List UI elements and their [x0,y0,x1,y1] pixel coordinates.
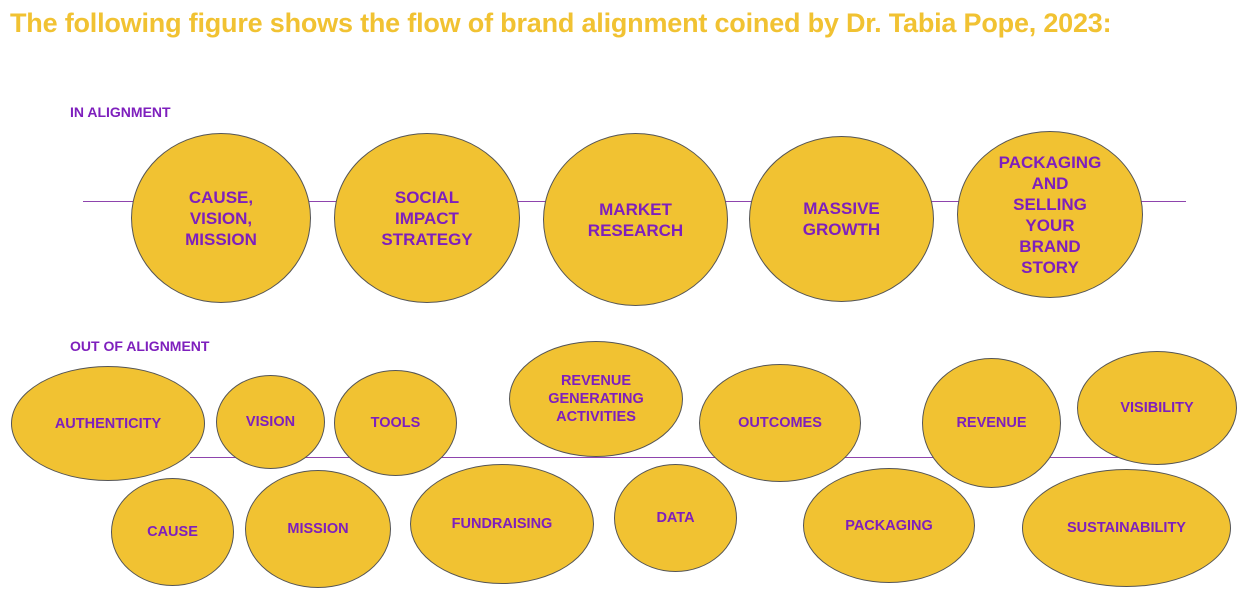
out-of-alignment-label: OUT OF ALIGNMENT [70,338,210,354]
item-packaging: PACKAGING [803,468,975,583]
step-label: MARKET RESEARCH [587,199,684,240]
out-of-alignment-connector-line [190,457,1130,458]
page-title: The following figure shows the flow of b… [10,8,1112,38]
item-label: CAUSE [147,524,198,540]
item-fundraising: FUNDRAISING [410,464,594,584]
item-vision: VISION [216,375,325,469]
item-revenue-generating-activities: REVENUE GENERATING ACTIVITIES [509,341,683,457]
in-alignment-label: IN ALIGNMENT [70,104,171,120]
step-label: MASSIVE GROWTH [802,199,881,239]
item-label: SUSTAINABILITY [1067,520,1186,536]
step-packaging-brand-story: PACKAGING AND SELLING YOUR BRAND STORY [957,131,1143,298]
item-label: REVENUE [956,415,1027,431]
item-label: DATA [656,510,695,526]
item-revenue: REVENUE [922,358,1061,488]
item-cause: CAUSE [111,478,234,586]
item-label: PACKAGING [845,517,933,534]
item-label: AUTHENTICITY [54,415,162,432]
item-tools: TOOLS [334,370,457,476]
item-label: VISIBILITY [1120,400,1194,416]
item-sustainability: SUSTAINABILITY [1022,469,1231,587]
item-label: TOOLS [370,415,421,431]
step-social-impact-strategy: SOCIAL IMPACT STRATEGY [334,133,520,303]
item-label: VISION [245,414,296,430]
step-label: CAUSE, VISION, MISSION [185,187,257,249]
item-authenticity: AUTHENTICITY [11,366,205,481]
step-cause-vision-mission: CAUSE, VISION, MISSION [131,133,311,303]
item-label: FUNDRAISING [451,516,553,532]
step-massive-growth: MASSIVE GROWTH [749,136,934,302]
step-market-research: MARKET RESEARCH [543,133,728,306]
item-label: REVENUE GENERATING ACTIVITIES [548,373,644,425]
item-mission: MISSION [245,470,391,588]
step-label: PACKAGING AND SELLING YOUR BRAND STORY [998,152,1102,277]
item-outcomes: OUTCOMES [699,364,861,482]
item-label: MISSION [287,521,349,537]
step-label: SOCIAL IMPACT STRATEGY [381,187,473,249]
item-visibility: VISIBILITY [1077,351,1237,465]
item-data: DATA [614,464,737,572]
item-label: OUTCOMES [738,415,822,431]
